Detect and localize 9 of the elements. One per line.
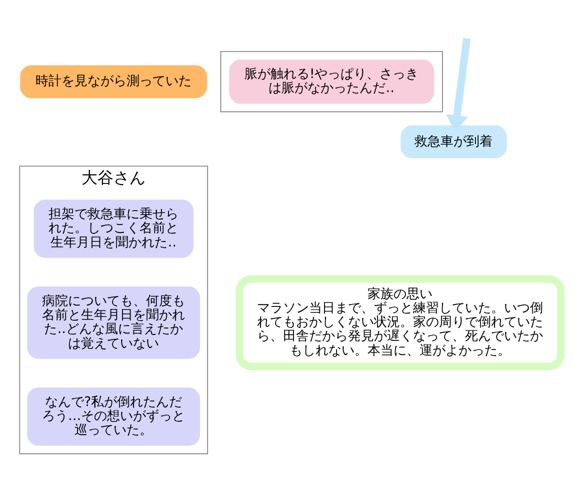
arrow xyxy=(446,38,471,131)
node-box: 救急車が到着 xyxy=(400,124,508,159)
node-box: なんで?私が倒れたんだろう…その想いがずっと巡っていた。 xyxy=(26,386,201,446)
node-box: 家族の思い マラソン当日まで、ずっと練習していた。いつ倒れてもおかしくない状況。家の周りで倒れていたら、田舎だから発見が遅くなって、死んでいたかもしれない。本当に、運がよかった。 xyxy=(236,274,565,370)
node-box: 脈が触れる!やっぱり、さっきは脈がなかったんだ‥ xyxy=(228,58,435,104)
cluster xyxy=(220,50,443,112)
node-box: 病院についても、何度も名前と生年月日を聞かれた‥どんな風に言えたかは覚えていない xyxy=(26,285,201,360)
node-box: 時計を見ながら測っていた xyxy=(19,64,208,99)
node-box: 担架で救急車に乗せられた。しつこく名前と生年月日を聞かれた‥ xyxy=(32,198,194,258)
